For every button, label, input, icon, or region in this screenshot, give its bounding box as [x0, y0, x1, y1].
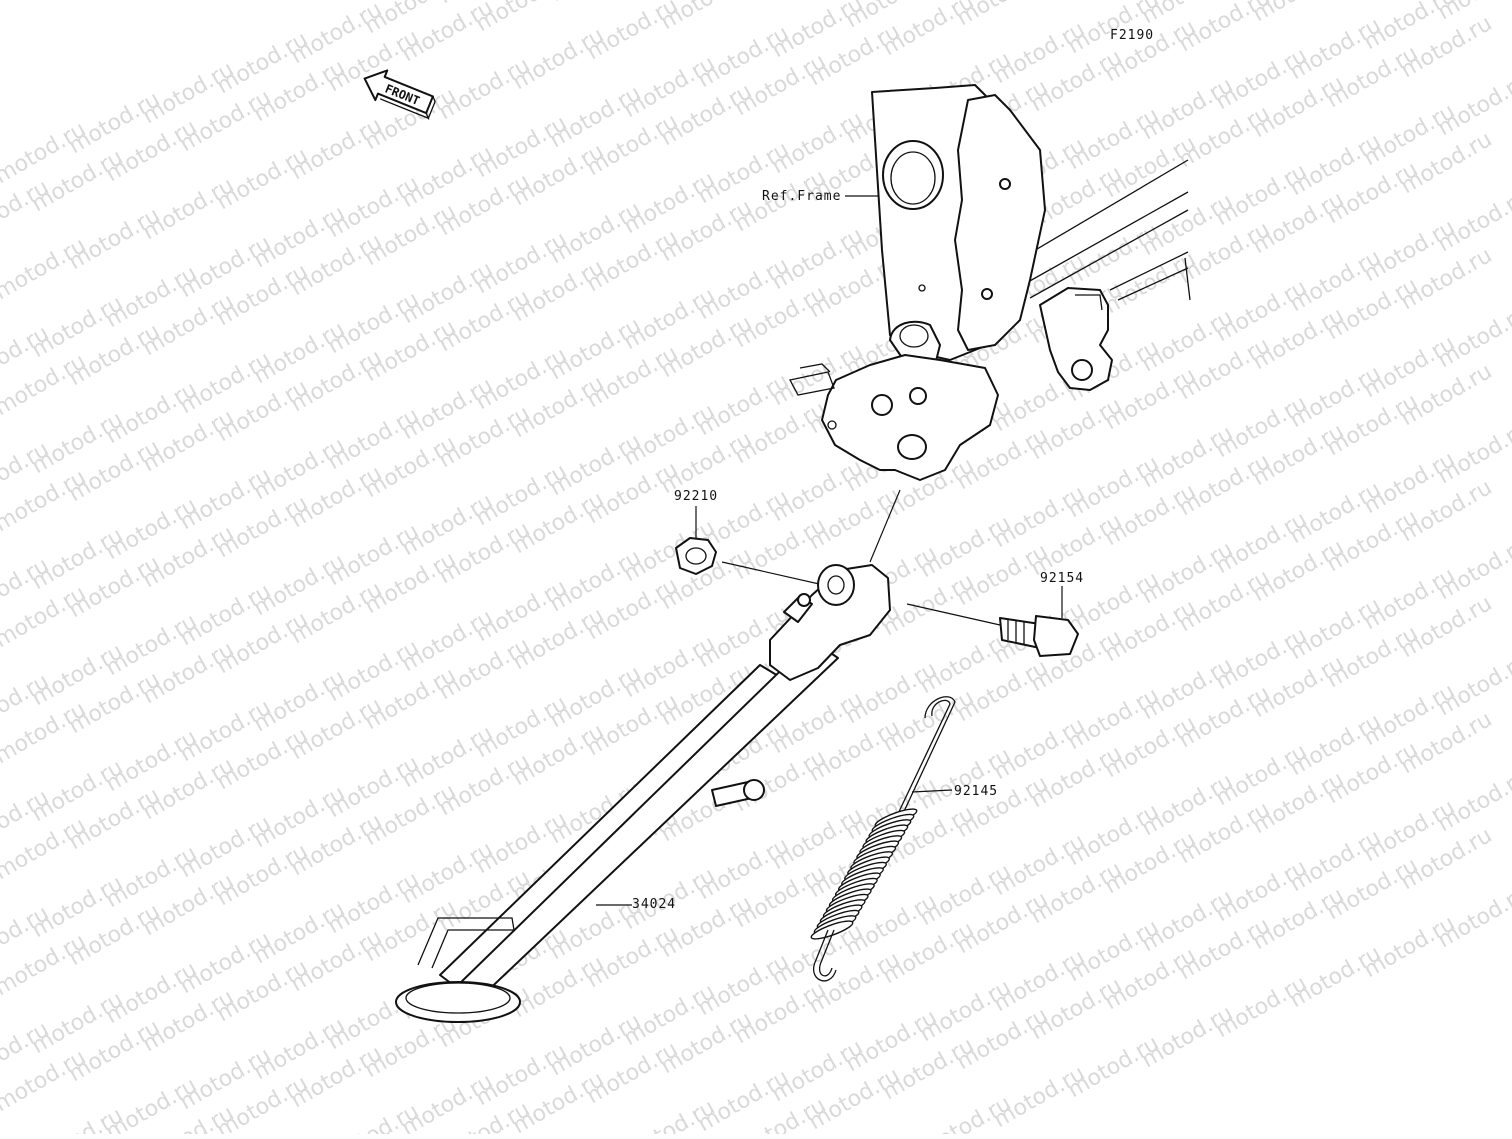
- watermark-text: motod.ru: [1027, 0, 1127, 1]
- part-number-34024: 34024: [632, 897, 676, 912]
- watermark-text: motod.ru: [1249, 0, 1349, 27]
- watermark-text: motod.ru: [546, 0, 646, 7]
- watermark-text: motod.ru: [953, 0, 1053, 31]
- watermark-text: motod.ru: [657, 0, 757, 35]
- ref-frame-label: Ref.Frame: [762, 189, 841, 204]
- part-number-92145: 92145: [954, 784, 998, 799]
- watermark-text: motod.ru: [731, 0, 831, 5]
- diagram-code: F2190: [1110, 28, 1154, 43]
- part-number-92154: 92154: [1040, 571, 1084, 586]
- part-number-92210: 92210: [674, 489, 718, 504]
